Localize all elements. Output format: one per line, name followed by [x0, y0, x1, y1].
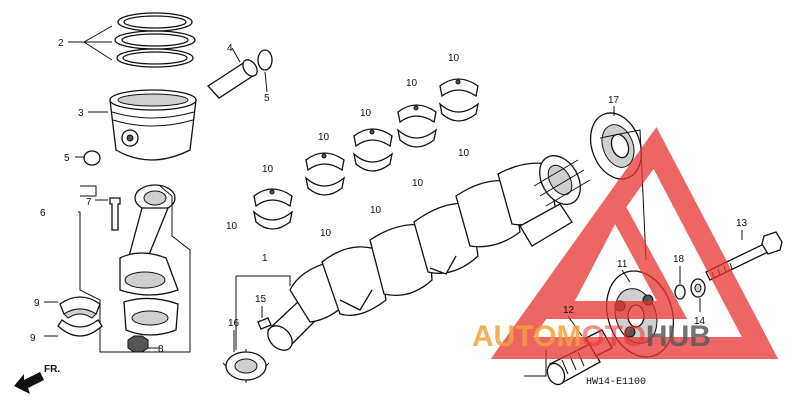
o-ring	[674, 284, 686, 300]
callout-10-h: 10	[412, 178, 424, 189]
callout-10-b: 10	[226, 221, 238, 232]
callout-10-f: 10	[370, 205, 382, 216]
callout-10-d: 10	[320, 228, 332, 239]
watermark-triangle-inner	[545, 185, 688, 319]
callout-17: 17	[608, 95, 620, 106]
piston-pin	[207, 59, 258, 99]
watermark-text-right: HUB	[646, 320, 711, 353]
callout-11: 11	[617, 259, 628, 270]
watermark-logo	[490, 127, 779, 359]
timing-sprocket	[222, 349, 270, 383]
pin-clip-lower	[83, 150, 101, 166]
piston	[109, 89, 197, 161]
main-bearing-pair-2	[304, 152, 345, 196]
front-label: FR.	[44, 364, 60, 375]
callout-10-g: 10	[406, 78, 418, 89]
dowel-pin	[257, 317, 272, 330]
callout-15: 15	[255, 294, 267, 305]
callout-9-upper: 9	[34, 298, 40, 309]
rod-bearing-lower	[57, 319, 103, 337]
watermark-text: AUTOMOTOHUB	[472, 320, 711, 353]
callout-8: 8	[158, 344, 164, 355]
front-arrow-icon	[14, 372, 44, 394]
main-bearings	[252, 78, 479, 230]
callout-13: 13	[736, 218, 748, 229]
callout-4: 4	[227, 43, 233, 54]
crankshaft	[267, 155, 591, 351]
rod-bolt	[109, 197, 121, 231]
connecting-rod	[119, 184, 179, 336]
callout-1: 1	[262, 253, 268, 264]
callout-5-upper: 5	[264, 93, 270, 104]
piston-rings	[114, 12, 196, 68]
callout-9-lower: 9	[30, 333, 36, 344]
callout-10-j: 10	[458, 148, 470, 159]
callout-12: 12	[563, 305, 575, 316]
watermark-text-left: AUTOM	[472, 320, 581, 353]
callout-10-a: 10	[262, 164, 274, 175]
callout-14: 14	[694, 316, 706, 327]
callout-3: 3	[78, 108, 84, 119]
main-bearing-pair-3	[352, 128, 393, 172]
callout-10-i: 10	[448, 53, 460, 64]
rod-nut	[127, 335, 149, 353]
main-bearing-pair-5	[438, 78, 479, 122]
callout-16: 16	[228, 318, 240, 329]
callout-6: 6	[40, 208, 46, 219]
pin-clip-upper	[257, 49, 273, 71]
callout-10-c: 10	[318, 132, 330, 143]
callout-5-lower: 5	[64, 153, 70, 164]
oil-seal	[589, 112, 643, 180]
callout-18: 18	[673, 254, 685, 265]
main-bearing-pair-4	[396, 104, 437, 148]
main-bearing-pair-1	[252, 188, 293, 230]
callout-7: 7	[86, 197, 92, 208]
diagram-code: HW14-E1100	[586, 377, 646, 388]
callout-10-e: 10	[360, 108, 372, 119]
callout-2: 2	[58, 38, 64, 49]
washer	[690, 278, 706, 298]
watermark-text-mid: OTO	[581, 320, 645, 353]
rod-bearing-upper	[59, 296, 101, 319]
